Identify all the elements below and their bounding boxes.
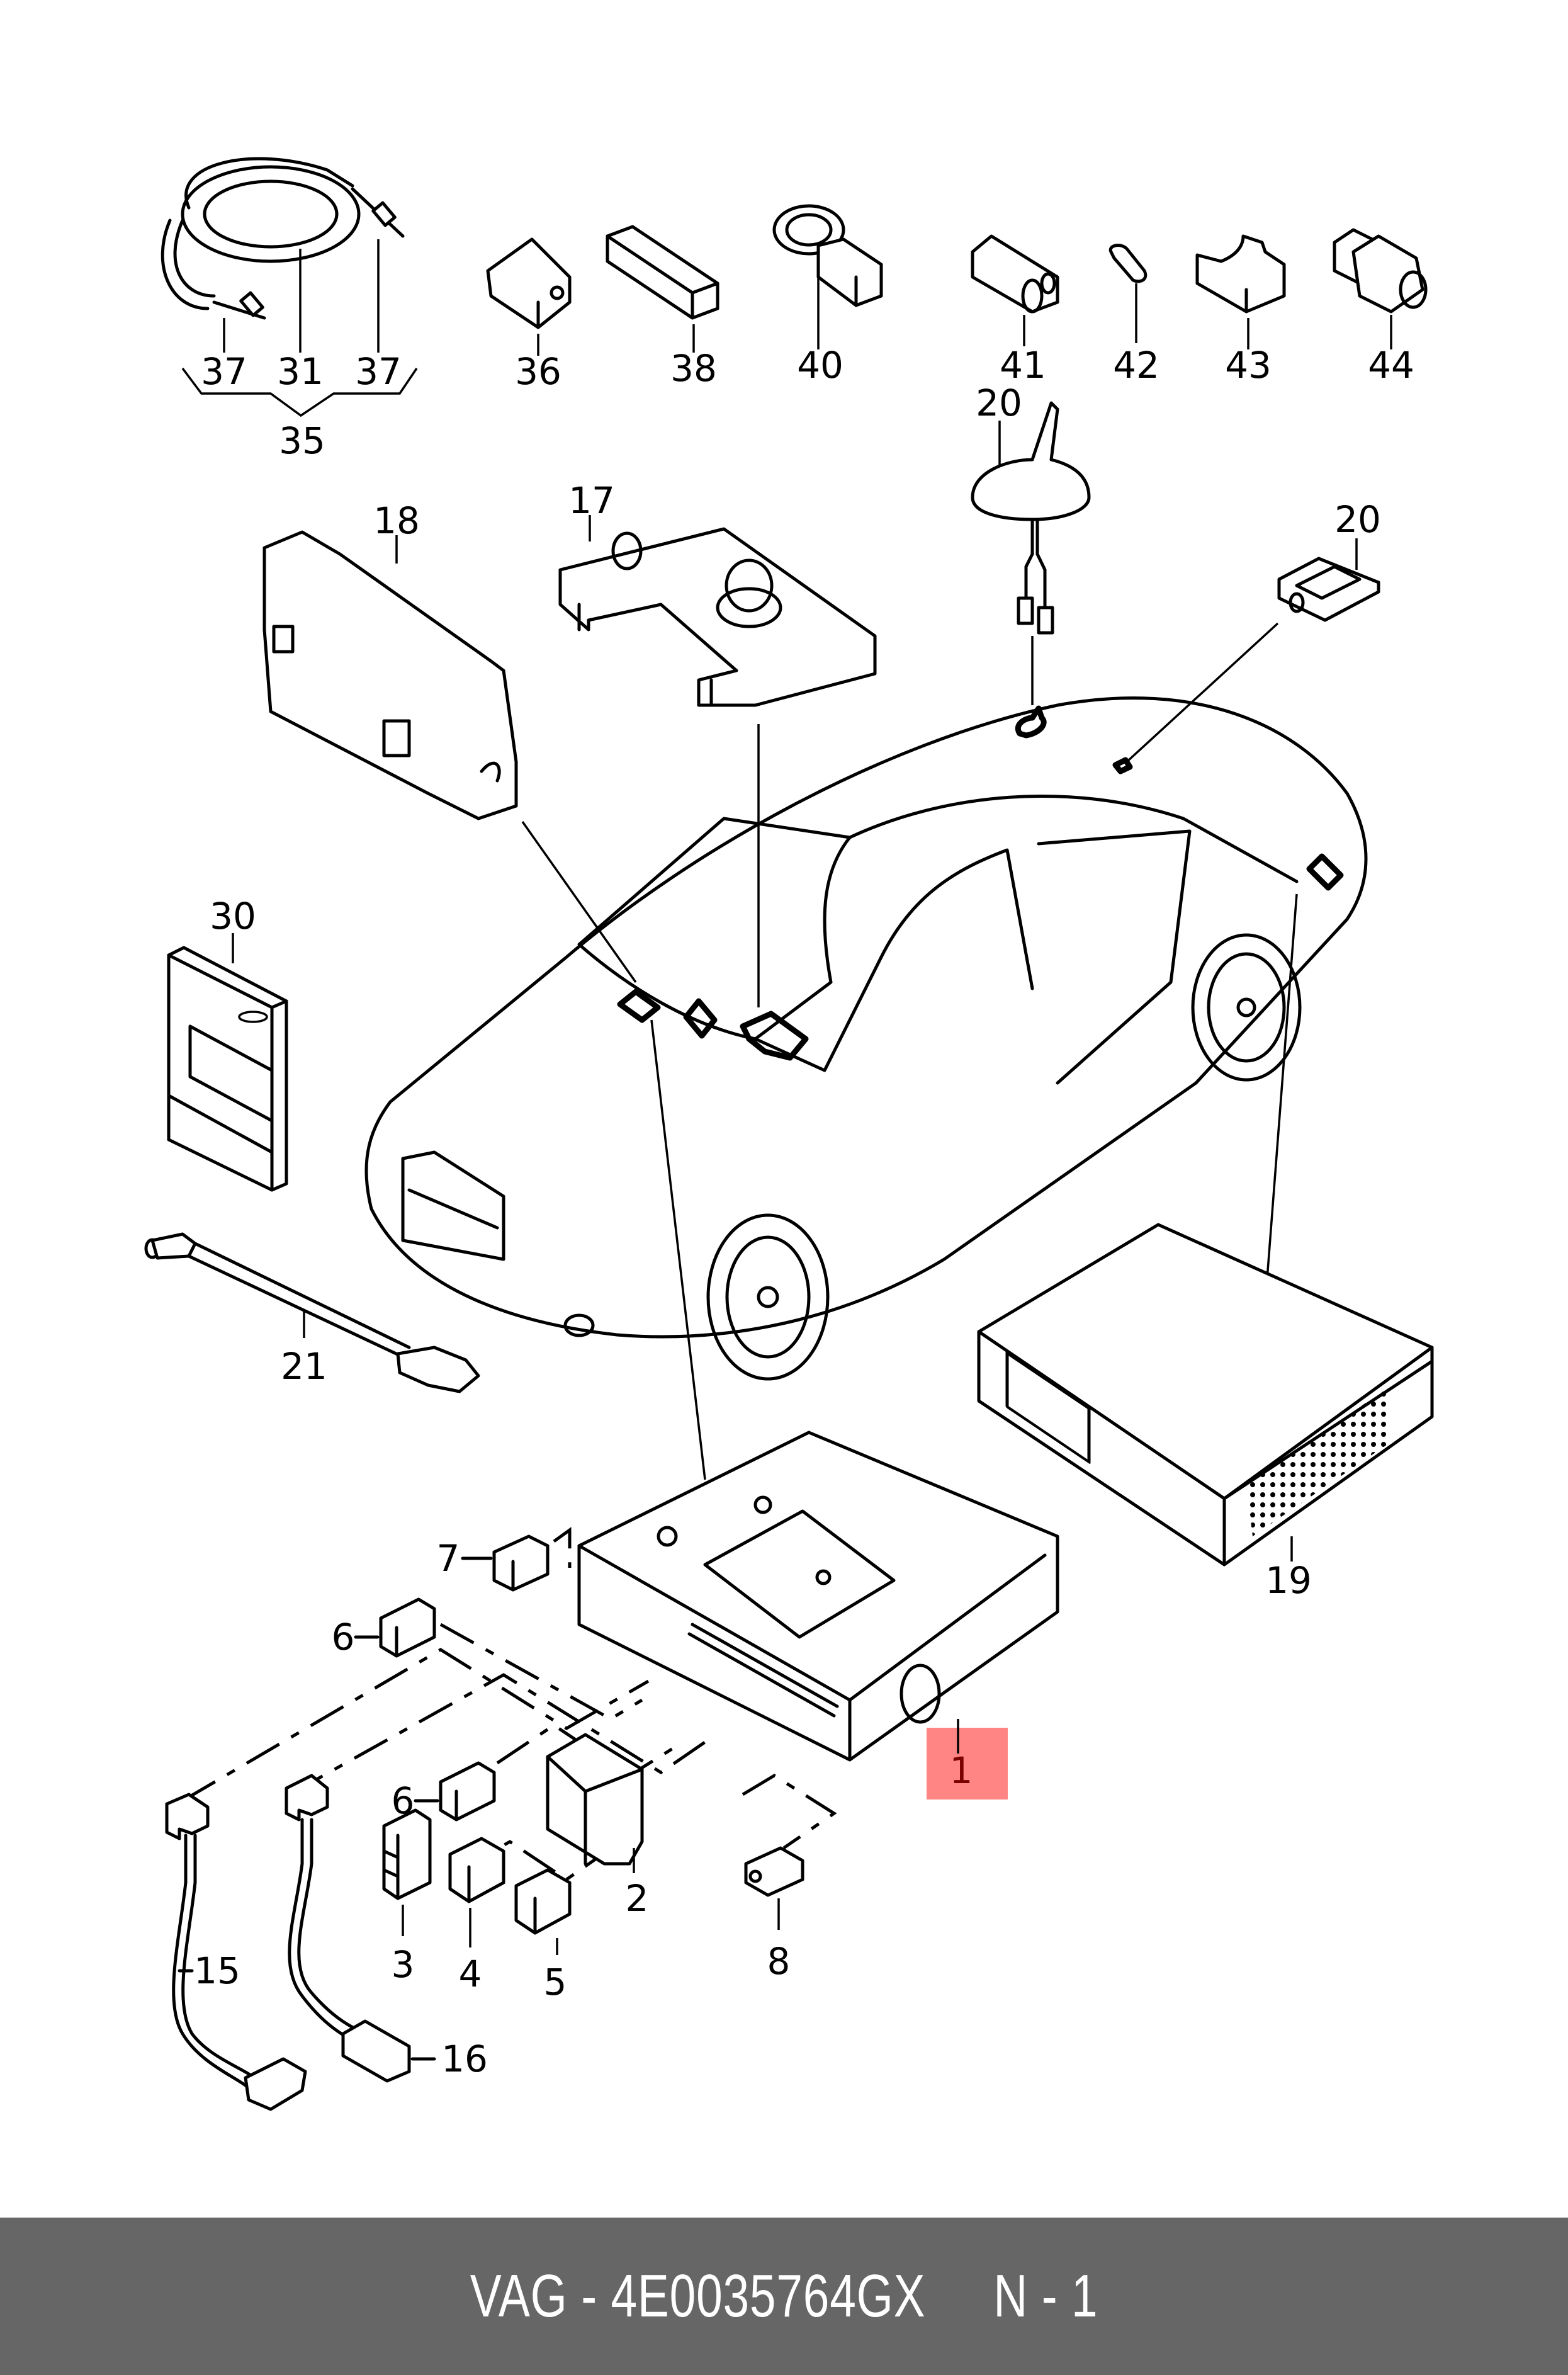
callout-4: 4 <box>459 1953 482 1995</box>
part-43-drawing <box>1195 234 1286 314</box>
callout-1: 1 <box>950 1749 973 1792</box>
leader-18-car <box>521 820 637 983</box>
part-7-drawing <box>492 1534 550 1592</box>
adapter-cable-drawing <box>144 1232 480 1393</box>
callout-37a: 37 <box>201 350 247 393</box>
callout-40: 40 <box>797 344 843 387</box>
callout-6a: 6 <box>332 1616 355 1658</box>
parts-diagram: 37 31 37 35 36 38 40 41 42 43 <box>144 157 1434 2111</box>
highlight-box-item-1 <box>927 1728 1008 1800</box>
coiled-cable-31-drawing <box>161 157 405 320</box>
dash-15 <box>181 1648 650 1803</box>
radio-unit-drawing <box>577 1431 1059 1762</box>
callout-3: 3 <box>392 1943 415 1986</box>
antenna-module-drawing <box>1277 557 1380 622</box>
part-40-drawing <box>772 204 883 307</box>
footer-bar: VAG - 4E0035764GX N - 1 <box>0 2218 1568 2375</box>
callout-17: 17 <box>568 479 615 522</box>
dash-16 <box>288 1673 713 1796</box>
callout-20b: 20 <box>1334 498 1381 541</box>
part-41-drawing <box>971 234 1059 314</box>
callout-2: 2 <box>626 1877 649 1920</box>
cable-15-drawing <box>165 1793 307 2111</box>
leader-20b-car <box>1125 622 1279 763</box>
callout-16: 16 <box>441 2038 488 2080</box>
callout-5: 5 <box>544 1961 567 2004</box>
part-4-drawing <box>448 1837 505 1903</box>
callout-30: 30 <box>210 895 256 938</box>
manual-drawing <box>167 946 288 1192</box>
part-44-drawing <box>1333 228 1428 314</box>
callout-35: 35 <box>279 419 325 462</box>
part-6b-drawing <box>439 1761 496 1822</box>
part-5-drawing <box>514 1868 572 1935</box>
part-36-drawing <box>486 237 572 329</box>
group-bracket-35 <box>181 367 418 417</box>
part-2-drawing <box>546 1733 644 1866</box>
callout-31: 31 <box>277 350 324 393</box>
callout-8: 8 <box>767 1940 791 1983</box>
callout-36: 36 <box>515 350 561 393</box>
callout-21: 21 <box>281 1345 327 1388</box>
dash-7 <box>553 1527 572 1568</box>
callout-41: 41 <box>1000 344 1046 387</box>
callout-15: 15 <box>194 1949 240 1992</box>
car-drawing <box>364 696 1368 1381</box>
navigation-unit-vent-grid <box>1246 1385 1391 1536</box>
part-3-drawing <box>382 1808 432 1900</box>
part-8-drawing <box>744 1846 804 1897</box>
footer-part-number-label: VAG - 4E0035764GX N - 1 <box>470 2262 1098 2330</box>
callout-19: 19 <box>1265 1559 1312 1602</box>
part-6a-drawing <box>379 1597 436 1658</box>
roof-antenna-drawing <box>971 401 1091 635</box>
leader-1-car <box>650 1019 706 1480</box>
callout-37b: 37 <box>355 350 402 393</box>
dash-6b <box>496 1723 681 1777</box>
dash-8 <box>742 1774 837 1850</box>
control-unit-drawing <box>262 530 518 820</box>
callout-44: 44 <box>1368 344 1414 387</box>
callout-38: 38 <box>670 347 717 390</box>
part-38-drawing <box>606 225 719 320</box>
part-42-drawing <box>1108 244 1148 283</box>
callout-18: 18 <box>373 499 420 542</box>
control-panel-drawing <box>558 527 877 707</box>
callout-7: 7 <box>437 1537 460 1580</box>
callout-20a: 20 <box>976 382 1022 424</box>
callout-42: 42 <box>1113 344 1159 387</box>
leader-19-car <box>1264 893 1298 1304</box>
cable-16-drawing <box>285 1774 411 2083</box>
callout-43: 43 <box>1225 344 1272 387</box>
navigation-unit-drawing <box>977 1223 1434 1567</box>
